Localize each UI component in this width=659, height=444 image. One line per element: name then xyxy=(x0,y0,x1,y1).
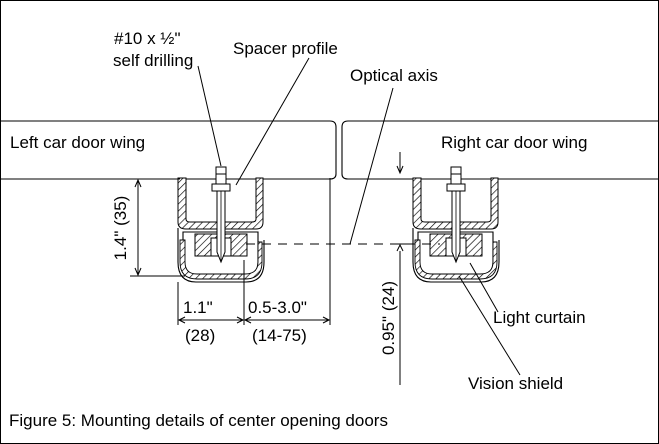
dim-width-inch: 1.1" xyxy=(183,298,213,317)
dim-height-label: 1.4" (35) xyxy=(111,196,130,261)
screw-label-line1: #10 x ½" xyxy=(114,29,181,48)
leader-lines xyxy=(197,57,521,376)
dimension-axis-height xyxy=(392,152,412,385)
dim-gap-inch: 0.5-3.0" xyxy=(248,298,307,317)
left-door-wing xyxy=(0,120,337,180)
right-door-wing xyxy=(341,120,659,180)
right-spacer-profile xyxy=(412,177,499,230)
dimension-widths xyxy=(177,178,331,325)
left-screw-head xyxy=(211,183,231,192)
left-vision-shield xyxy=(179,239,263,280)
figure-caption: Figure 5: Mounting details of center ope… xyxy=(9,411,388,430)
dim-gap-mm: (14-75) xyxy=(252,326,307,345)
dim-axis-label: 0.95" (24) xyxy=(379,281,398,355)
right-screw-head xyxy=(446,183,466,192)
optical-axis-label: Optical axis xyxy=(350,66,438,85)
right-vision-shield xyxy=(414,239,498,280)
left-spacer-profile xyxy=(177,177,264,230)
dim-width-mm: (28) xyxy=(185,326,215,345)
dimension-height xyxy=(130,178,185,277)
right-wing-label: Right car door wing xyxy=(441,133,587,152)
left-wing-label: Left car door wing xyxy=(10,133,145,152)
spacer-profile-label: Spacer profile xyxy=(233,39,338,58)
right-mounting-assembly xyxy=(412,166,500,283)
vision-shield-label: Vision shield xyxy=(468,374,563,393)
light-curtain-label: Light curtain xyxy=(493,308,586,327)
screw-label-line2: self drilling xyxy=(113,51,193,70)
left-mounting-assembly xyxy=(177,166,265,283)
